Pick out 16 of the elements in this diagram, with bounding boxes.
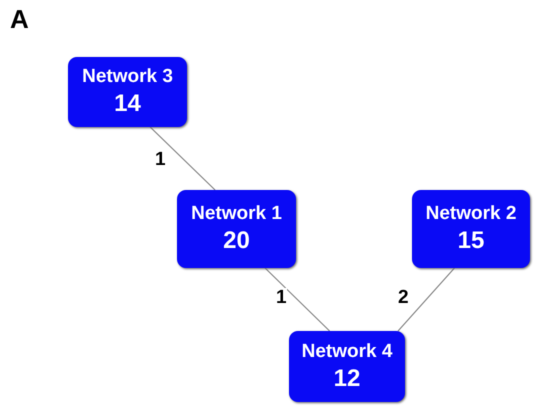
network-name: Network 1 — [191, 202, 282, 226]
network-name: Network 4 — [302, 340, 392, 364]
network-name: Network 2 — [426, 202, 516, 226]
network-count: 14 — [114, 89, 141, 119]
panel-letter: A — [10, 4, 29, 35]
network-count: 15 — [458, 226, 484, 256]
network-count: 12 — [334, 364, 360, 394]
connector-line — [264, 268, 330, 332]
network-box — [412, 190, 530, 268]
network-box — [177, 190, 296, 268]
connector-line — [398, 268, 455, 332]
network-box — [289, 331, 405, 402]
connector-line — [150, 126, 216, 190]
network-box — [68, 57, 187, 127]
network-count: 20 — [223, 226, 250, 256]
network-name: Network 3 — [82, 65, 173, 89]
